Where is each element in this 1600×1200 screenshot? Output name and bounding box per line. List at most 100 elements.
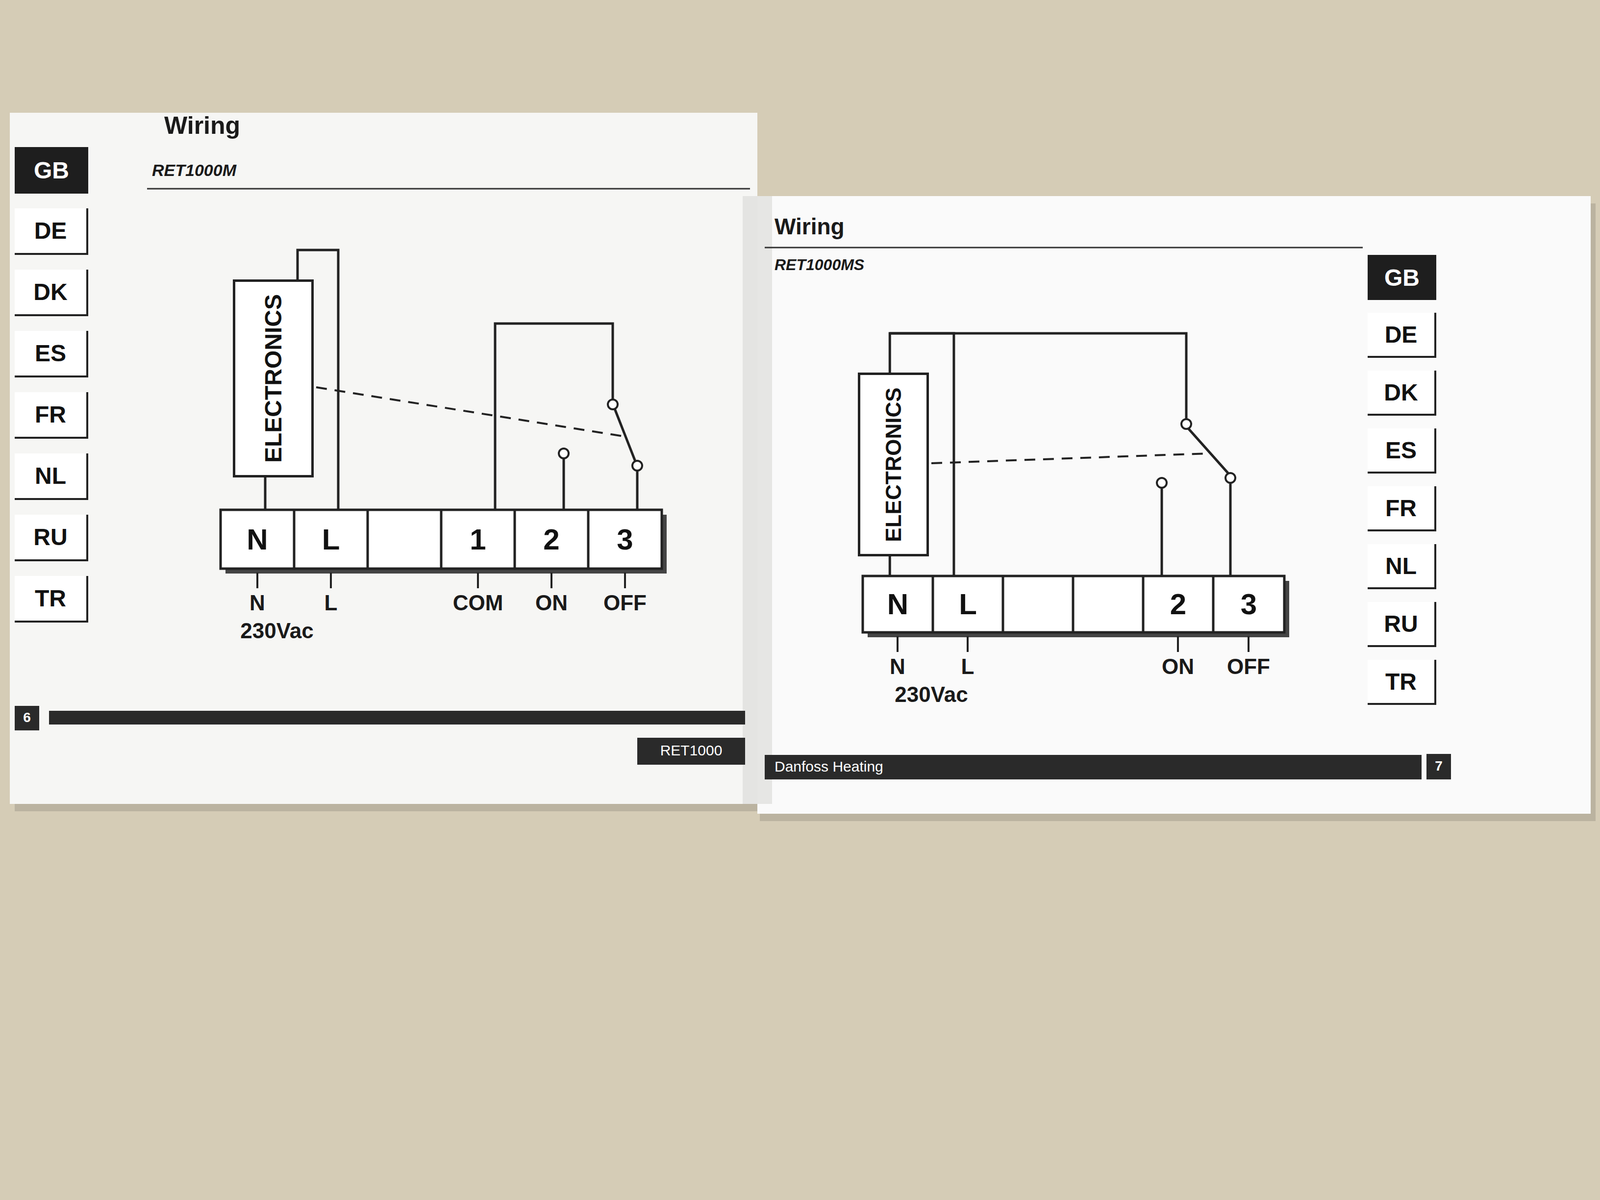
tab-label: DE [34, 217, 68, 245]
language-tab: DE [1367, 312, 1437, 358]
terminal-label: L [324, 590, 338, 616]
tab-label: FR [1385, 494, 1417, 522]
relay-contact [1156, 477, 1167, 488]
page-number: 6 [23, 709, 31, 726]
relay-wire [563, 458, 638, 510]
page-number-box [14, 705, 40, 731]
language-tab: TR [14, 575, 89, 623]
relay-pivot [1181, 419, 1192, 429]
tab-label: GB [1384, 264, 1420, 292]
relay-wire [1161, 482, 1231, 576]
terminal-label: N [889, 654, 906, 680]
relay-contact [558, 448, 569, 459]
footer-bar [49, 710, 746, 725]
heading: Wiring [774, 213, 845, 240]
tab-label: DE [1384, 321, 1418, 349]
tab-label: ES [34, 339, 67, 367]
relay-contact [1225, 473, 1236, 483]
footer-text: Danfoss Heating [774, 758, 884, 776]
relay-linkage [931, 453, 1209, 464]
terminal-cell: 1 [441, 509, 515, 569]
terminal-divider [932, 575, 1214, 633]
page-number: 7 [1434, 758, 1443, 775]
terminal-cell: 3 [1213, 575, 1285, 633]
electronics-box: ELECTRONICS [232, 279, 314, 478]
language-tab: TR [1367, 659, 1437, 705]
terminal-number: L [322, 522, 341, 557]
tab-label: FR [34, 400, 67, 428]
terminal-divider [294, 509, 589, 569]
language-tab: RU [14, 514, 89, 562]
signal-label: ON [1161, 654, 1195, 680]
wire [264, 477, 267, 510]
relay-contact [632, 460, 643, 471]
supply-label: 230Vac [894, 682, 968, 708]
heading: Wiring [164, 111, 241, 141]
relay-pivot [607, 399, 618, 410]
left-page [9, 112, 758, 804]
heading-rule [764, 247, 1363, 249]
footer-tab [637, 737, 746, 765]
tab-label: NL [34, 462, 67, 490]
terminal-cell: L [932, 575, 1003, 633]
terminal-cell: 2 [1143, 575, 1214, 633]
box-label: ELECTRONICS [260, 294, 287, 463]
language-tab: DK [1367, 370, 1437, 416]
model-name: RET1000M [151, 160, 237, 180]
terminal-cell: N [220, 509, 295, 569]
tab-label: TR [34, 584, 67, 612]
tab-label: ES [1385, 436, 1417, 464]
relay-linkage [316, 387, 624, 437]
tab-label: NL [1385, 552, 1417, 580]
terminal-cell: 3 [588, 509, 662, 569]
language-tab: DE [14, 208, 89, 255]
tab-label: DK [33, 278, 68, 306]
language-tab: NL [14, 453, 89, 500]
signal-label: ON [535, 590, 568, 616]
language-tab: RU [1367, 601, 1437, 648]
terminal-number: L [958, 587, 977, 622]
tab-label: GB [33, 156, 70, 184]
terminal-block [220, 509, 662, 569]
terminal-number: 1 [469, 522, 486, 557]
terminal-label: N [249, 590, 266, 616]
language-tab: FR [14, 392, 89, 439]
footer-bar [764, 754, 1422, 780]
terminal-cell: N [862, 575, 933, 633]
terminal-cell: L [294, 509, 368, 569]
language-tab: ES [14, 330, 89, 378]
language-tab: FR [1367, 486, 1437, 532]
page-spine [742, 196, 773, 804]
model-name: RET1000MS [774, 255, 865, 275]
right-page [757, 196, 1591, 814]
terminal-number: N [887, 587, 909, 622]
language-tab: GB [14, 147, 89, 194]
tab-label: RU [1383, 610, 1418, 638]
page-number-box [1426, 753, 1451, 780]
terminal-cell: 2 [514, 509, 589, 569]
tab-label: DK [1383, 378, 1418, 406]
signal-label: OFF [603, 590, 647, 616]
electronics-box: ELECTRONICS [857, 372, 929, 557]
terminal-number: 3 [616, 522, 633, 557]
terminal-number: 2 [543, 522, 560, 557]
heading-rule [147, 188, 750, 190]
language-tab: DK [14, 269, 89, 317]
footer-text: RET1000 [660, 742, 723, 760]
language-tab: GB [1367, 254, 1437, 300]
wire [888, 556, 892, 576]
box-label: ELECTRONICS [881, 387, 905, 542]
relay-blade [1188, 428, 1229, 474]
tab-label: RU [33, 523, 68, 551]
tab-label: TR [1385, 668, 1417, 696]
terminal-label: L [961, 654, 975, 680]
terminal-lead [257, 572, 625, 589]
terminal-number: N [246, 522, 268, 557]
language-tab: NL [1367, 544, 1437, 590]
language-tab: ES [1367, 428, 1437, 474]
terminal-number: 2 [1170, 587, 1187, 622]
relay-wire [495, 323, 613, 510]
